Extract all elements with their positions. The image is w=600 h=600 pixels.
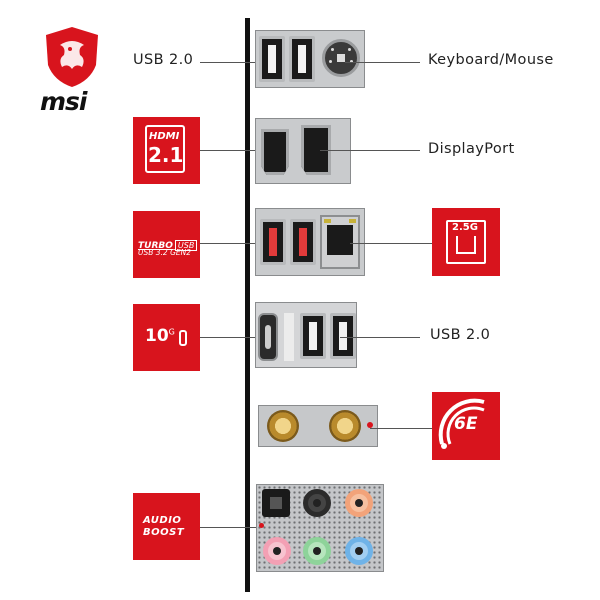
boost-text: BOOST <box>143 527 185 538</box>
keyboard-mouse-leader-line <box>345 62 420 63</box>
usb20-port-1 <box>259 36 285 82</box>
usb20-mid-port-2 <box>330 313 356 359</box>
turbo-text: TURBO <box>138 241 173 251</box>
msi-wordmark: msi <box>40 87 87 116</box>
lan-25g-badge: 2.5G <box>432 208 500 276</box>
io-shield-spine <box>245 18 250 592</box>
usb20-mid-leader-line <box>340 337 420 338</box>
msi-logo: msi <box>38 25 102 116</box>
hdmi-leader-line <box>200 150 270 151</box>
hdmi-port <box>261 129 289 175</box>
usb20-mid-port-1 <box>300 313 326 359</box>
usb32-gen2-text: USB 3.2 GEN2 <box>138 248 192 257</box>
wifi-leader-line <box>370 428 432 429</box>
audio-jack-black <box>303 489 331 517</box>
lan-leader-line <box>350 243 432 244</box>
10g-badge: 10G <box>133 304 200 371</box>
ps2-port <box>322 39 360 77</box>
displayport-label: DisplayPort <box>428 141 515 157</box>
usb-type-c-port <box>258 313 278 361</box>
hdmi-icon <box>145 125 185 173</box>
10g-leader-line <box>200 337 270 338</box>
audio-jack-green <box>303 537 331 565</box>
usb-gap <box>284 313 294 361</box>
lan-speed-text: 2.5G <box>452 222 478 233</box>
audio-text: AUDIO <box>143 515 182 526</box>
audio-boost-badge: AUDIO BOOST <box>133 493 200 560</box>
audio-plate <box>256 484 384 572</box>
audio-jack-pink <box>263 537 291 565</box>
10g-sup: G <box>168 327 175 337</box>
turbo-usb-text: USB <box>174 240 198 251</box>
keyboard-mouse-label: Keyboard/Mouse <box>428 52 554 68</box>
ethernet-port-icon <box>446 220 486 264</box>
msi-dragon-shield-icon <box>46 27 98 87</box>
lan-port <box>320 215 360 269</box>
usb20-port-2 <box>289 36 315 82</box>
hdmi-dp-plate <box>255 118 351 184</box>
antenna-connector-1 <box>267 410 299 442</box>
turbo-usb-leader-line <box>200 243 270 244</box>
hdmi-badge-version: 2.1 <box>148 143 184 167</box>
wifi-6e-icon <box>438 398 485 449</box>
displayport-leader-line <box>320 150 420 151</box>
type-c-icon <box>179 330 187 346</box>
usb32-port-1 <box>260 219 286 265</box>
usb20-top-label: USB 2.0 <box>133 52 194 68</box>
turbo-usb-lan-plate <box>255 208 365 276</box>
wifi-6e-badge: 6E <box>432 392 500 460</box>
usb-ps2-plate <box>255 30 365 88</box>
antenna-connector-2 <box>329 410 361 442</box>
wifi-6e-text: 6E <box>454 414 478 434</box>
audio-jack-orange <box>345 489 373 517</box>
spdif-optical-port <box>262 489 290 517</box>
usb32-port-2 <box>290 219 316 265</box>
10g-text: 10 <box>145 326 169 346</box>
audio-leader-line <box>200 527 262 528</box>
audio-jack-blue <box>345 537 373 565</box>
wifi-antenna-plate <box>258 405 378 447</box>
usb20-mid-label: USB 2.0 <box>430 327 491 343</box>
hdmi-badge: HDMI 2.1 <box>133 117 200 184</box>
hdmi-badge-text: HDMI <box>149 131 180 142</box>
typec-usb-plate <box>255 302 357 368</box>
usb20-top-leader-line <box>200 62 270 63</box>
